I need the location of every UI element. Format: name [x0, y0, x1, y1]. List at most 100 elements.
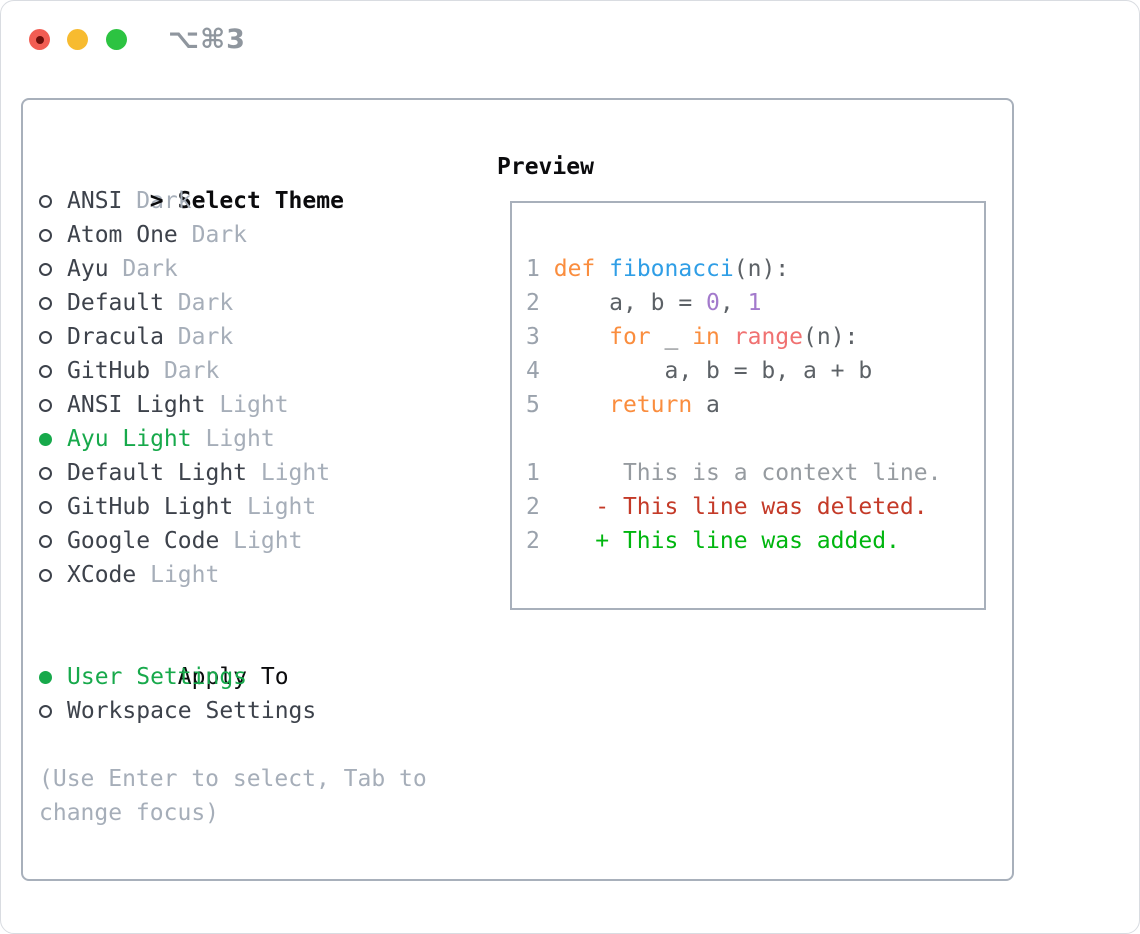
keyboard-hint: (Use Enter to select, Tab to change focu… — [39, 766, 427, 826]
code-token: def — [553, 256, 596, 282]
radio-icon — [39, 704, 52, 718]
radio-marker — [39, 422, 67, 456]
radio-marker — [39, 184, 67, 218]
radio-marker — [39, 694, 67, 728]
theme-option-dracula-dark[interactable]: Dracula Dark — [39, 320, 479, 354]
theme-name: GitHub Light — [67, 494, 234, 520]
focus-prompt-icon: > — [149, 188, 164, 214]
code-token: _ — [650, 324, 693, 350]
line-number: 5 — [526, 392, 540, 418]
window-title: ⌥⌘3 — [168, 24, 246, 55]
radio-icon — [39, 296, 52, 310]
theme-variant: Dark — [122, 188, 192, 214]
radio-marker — [39, 388, 67, 422]
theme-option-ayu-dark[interactable]: Ayu Dark — [39, 252, 479, 286]
radio-marker — [39, 354, 67, 388]
select-theme-header: > Select Theme — [39, 150, 479, 214]
theme-name: Ayu — [67, 256, 109, 282]
theme-name: Atom One — [67, 222, 178, 248]
apply-to-indent — [150, 660, 178, 694]
theme-name: Default — [67, 290, 164, 316]
radio-icon — [39, 534, 52, 548]
diff-line-deleted: 2 - This line was deleted. — [526, 490, 984, 524]
theme-variant: Light — [191, 426, 275, 452]
diff-text: + This line was added. — [539, 528, 900, 554]
theme-option-atom-one-dark[interactable]: Atom One Dark — [39, 218, 479, 252]
theme-option-default-dark[interactable]: Default Dark — [39, 286, 479, 320]
radio-icon — [39, 330, 52, 344]
preview-title: Preview — [497, 154, 594, 180]
apply-to-header: Apply To — [39, 626, 479, 690]
line-number: 4 — [526, 358, 540, 384]
radio-icon — [39, 466, 52, 480]
radio-icon — [39, 568, 52, 582]
code-token: a, b = b, a + b — [539, 358, 873, 384]
code-token — [540, 392, 609, 418]
theme-option-ayu-light-light[interactable]: Ayu Light Light — [39, 422, 479, 456]
line-number: 2 — [526, 290, 540, 316]
code-line: 4 a, b = b, a + b — [526, 354, 984, 388]
code-token: fibonacci — [609, 256, 734, 282]
code-token — [595, 256, 609, 282]
close-button-icon[interactable] — [29, 29, 50, 50]
code-token: 0 — [706, 290, 720, 316]
radio-marker — [39, 558, 67, 592]
theme-variant: Dark — [163, 324, 234, 350]
code-token — [540, 324, 609, 350]
radio-marker — [39, 286, 67, 320]
line-number: 2 — [526, 494, 540, 520]
theme-name: Ayu Light — [67, 426, 192, 452]
line-number: 1 — [526, 460, 540, 486]
spacer-row — [526, 422, 984, 456]
code-token: for — [609, 324, 651, 350]
code-line: 3 for _ in range(n): — [526, 320, 984, 354]
theme-option-default-light-light[interactable]: Default Light Light — [39, 456, 479, 490]
theme-variant: Light — [219, 528, 303, 554]
radio-icon — [39, 364, 52, 378]
theme-name: Default Light — [67, 460, 248, 486]
apply-option-workspace-settings[interactable]: Workspace Settings — [39, 694, 479, 728]
theme-name: GitHub — [67, 358, 151, 384]
spacer-row — [39, 592, 479, 626]
theme-option-xcode-light[interactable]: XCode Light — [39, 558, 479, 592]
theme-variant: Light — [247, 460, 331, 486]
radio-icon — [39, 670, 52, 684]
theme-option-github-dark[interactable]: GitHub Dark — [39, 354, 479, 388]
radio-marker — [39, 218, 67, 252]
code-token — [720, 324, 734, 350]
theme-option-ansi-dark[interactable]: ANSI Dark — [39, 184, 479, 218]
code-token: a, b = — [539, 290, 707, 316]
line-number: 2 — [526, 528, 540, 554]
radio-marker — [39, 456, 67, 490]
radio-marker — [39, 524, 67, 558]
code-line: 1 def fibonacci(n): — [526, 252, 984, 286]
maximize-button-icon[interactable] — [106, 29, 127, 50]
apply-option-label: User Settings — [67, 664, 248, 690]
apply-to-title: Apply To — [177, 664, 289, 690]
code-line: 5 return a — [526, 388, 984, 422]
code-token: range — [733, 324, 804, 350]
theme-variant: Light — [205, 392, 289, 418]
minimize-button-icon[interactable] — [67, 29, 88, 50]
diff-preview: 1 This is a context line. 2 - This line w… — [526, 456, 984, 558]
code-line: 2 a, b = 0, 1 — [526, 286, 984, 320]
theme-variant: Dark — [108, 256, 178, 282]
code-token: (n): — [803, 324, 859, 350]
spacer-row — [39, 728, 479, 762]
code-token: return — [609, 392, 693, 418]
theme-option-ansi-light-light[interactable]: ANSI Light Light — [39, 388, 479, 422]
theme-option-google-code-light[interactable]: Google Code Light — [39, 524, 479, 558]
theme-variant: Dark — [163, 290, 234, 316]
theme-option-github-light-light[interactable]: GitHub Light Light — [39, 490, 479, 524]
select-theme-title: Select Theme — [177, 188, 344, 214]
diff-text: This is a context line. — [539, 460, 942, 486]
code-token: (n): — [733, 256, 790, 282]
theme-name: ANSI Light — [67, 392, 206, 418]
theme-name: Dracula — [67, 324, 164, 350]
apply-option-user-settings[interactable]: User Settings — [39, 660, 479, 694]
radio-marker — [39, 252, 67, 286]
